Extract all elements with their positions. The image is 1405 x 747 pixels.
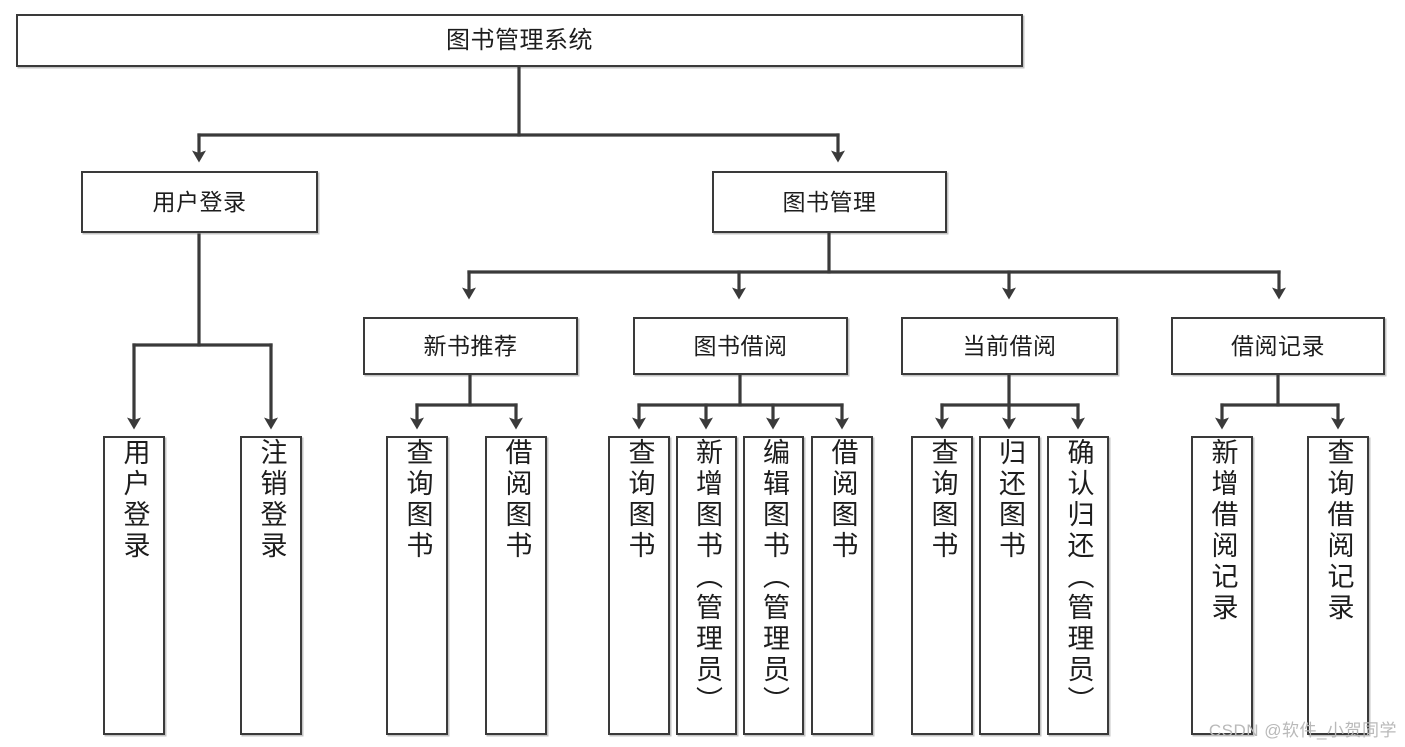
node-leaf-add-record[interactable]: 新增借阅记录 [1191, 436, 1253, 735]
node-leaf-borrow-book-2[interactable]: 借阅图书 [811, 436, 873, 735]
node-label: 借阅记录 [1231, 332, 1325, 359]
node-leaf-confirm-return[interactable]: 确认归还（管理员） [1047, 436, 1109, 735]
node-leaf-query-book-2[interactable]: 查询图书 [608, 436, 670, 735]
node-user-login[interactable]: 用户登录 [81, 171, 318, 233]
node-leaf-query-record[interactable]: 查询借阅记录 [1307, 436, 1369, 735]
node-leaf-user-logout[interactable]: 注销登录 [240, 436, 302, 735]
node-label: 确认归还（管理员） [1063, 438, 1094, 717]
node-label: 用户登录 [119, 438, 150, 562]
node-root-system[interactable]: 图书管理系统 [16, 14, 1023, 67]
node-label: 查询图书 [402, 438, 433, 562]
node-label: 新增借阅记录 [1207, 438, 1238, 624]
node-current-borrow[interactable]: 当前借阅 [901, 317, 1118, 375]
node-label: 查询图书 [624, 438, 655, 562]
node-label: 查询图书 [927, 438, 958, 562]
node-leaf-borrow-book-1[interactable]: 借阅图书 [485, 436, 547, 735]
node-label: 借阅图书 [827, 438, 858, 562]
node-label: 归还图书 [995, 438, 1025, 562]
node-label: 图书管理系统 [446, 26, 593, 54]
node-leaf-query-book-1[interactable]: 查询图书 [386, 436, 448, 735]
node-leaf-query-book-3[interactable]: 查询图书 [911, 436, 973, 735]
node-label: 当前借阅 [962, 332, 1057, 359]
node-label: 用户登录 [152, 188, 247, 215]
node-book-borrow[interactable]: 图书借阅 [633, 317, 848, 375]
node-leaf-edit-book[interactable]: 编辑图书（管理员） [743, 436, 804, 735]
node-label: 图书管理 [782, 188, 877, 215]
node-leaf-user-login[interactable]: 用户登录 [103, 436, 165, 735]
node-label: 新书推荐 [423, 332, 518, 359]
node-leaf-return-book[interactable]: 归还图书 [979, 436, 1040, 735]
node-label: 新增图书（管理员） [692, 438, 722, 717]
node-label: 查询借阅记录 [1323, 438, 1354, 624]
node-label: 图书借阅 [693, 332, 788, 359]
node-leaf-add-book[interactable]: 新增图书（管理员） [676, 436, 737, 735]
node-new-book-rec[interactable]: 新书推荐 [363, 317, 578, 375]
node-label: 借阅图书 [501, 438, 532, 562]
node-label: 注销登录 [256, 438, 287, 562]
csdn-watermark: CSDN @软件_小贺同学 [1208, 721, 1397, 740]
node-book-manage[interactable]: 图书管理 [712, 171, 947, 233]
node-borrow-record[interactable]: 借阅记录 [1171, 317, 1385, 375]
node-label: 编辑图书（管理员） [759, 438, 789, 717]
